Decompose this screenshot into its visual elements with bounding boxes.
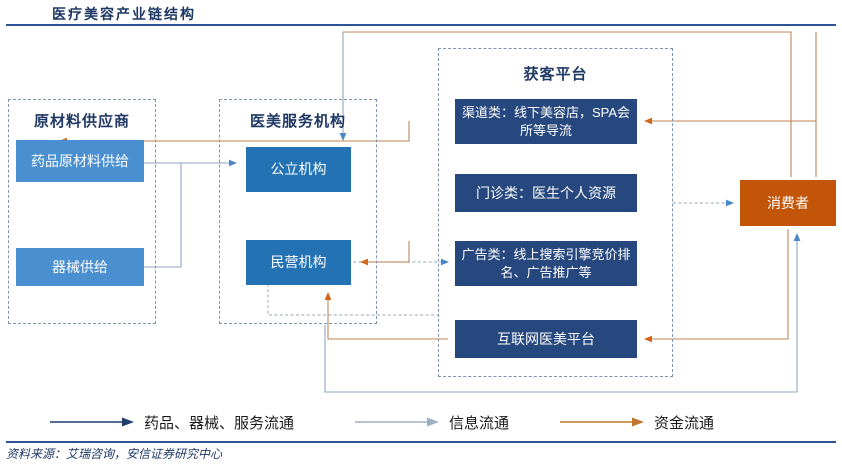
title-divider — [6, 24, 836, 26]
legend-item-capital-flow: 资金流通 — [560, 405, 714, 439]
page-title: 医疗美容产业链结构 — [52, 6, 196, 22]
node-internet-medical-beauty-platform[interactable]: 互联网医美平台 — [455, 320, 637, 358]
legend-item-information-flow: 信息流通 — [355, 405, 509, 439]
source-note: 资料来源：艾瑞咨询，安信证券研究中心 — [6, 447, 223, 461]
panel-medical-beauty-service: 医美服务机构 — [219, 99, 377, 324]
node-device-supply[interactable]: 器械供给 — [16, 248, 144, 286]
legend-label-information-flow: 信息流通 — [449, 414, 510, 432]
legend-arrow-information-flow — [355, 417, 439, 427]
legend-item-goods-flow: 药品、器械、服务流通 — [50, 405, 294, 439]
panel-customer-acquisition-platform: 获客平台 — [438, 48, 673, 377]
panel-title-raw-material-supplier: 原材料供应商 — [33, 113, 130, 130]
panel-title-customer-acquisition-platform: 获客平台 — [523, 66, 588, 83]
node-channel-type[interactable]: 渠道类：线下美容店，SPA会所等导流 — [455, 99, 637, 144]
node-public-institution[interactable]: 公立机构 — [246, 147, 351, 192]
legend: 药品、器械、服务流通 信息流通 资金流通 — [0, 405, 842, 439]
legend-arrow-capital-flow — [560, 417, 644, 427]
node-consumer[interactable]: 消费者 — [740, 180, 836, 226]
node-outpatient-type[interactable]: 门诊类：医生个人资源 — [455, 174, 637, 212]
legend-arrow-goods-flow — [50, 417, 134, 427]
legend-label-goods-flow: 药品、器械、服务流通 — [144, 414, 295, 432]
legend-label-capital-flow: 资金流通 — [654, 414, 715, 432]
node-drug-raw-material-supply[interactable]: 药品原材料供给 — [16, 140, 144, 182]
panel-raw-material-supplier: 原材料供应商 — [8, 99, 156, 324]
panel-title-medical-beauty-service: 医美服务机构 — [249, 113, 346, 130]
node-private-institution[interactable]: 民营机构 — [246, 240, 351, 285]
node-advertising-type[interactable]: 广告类：线上搜索引擎竞价排名、广告推广等 — [455, 241, 637, 286]
footer-divider — [6, 441, 836, 443]
